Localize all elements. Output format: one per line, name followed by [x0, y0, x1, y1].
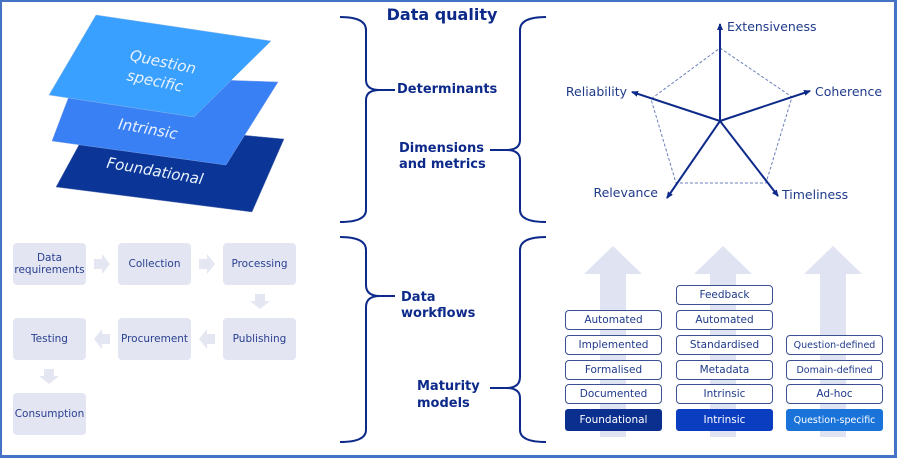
page-title: Data quality — [387, 5, 498, 24]
maturity-level: Implemented — [565, 335, 662, 355]
workflow-step-publishing: Publishing — [223, 318, 296, 360]
label-maturity-1: Maturity — [417, 379, 480, 394]
maturity-base-foundational: Foundational — [565, 409, 662, 431]
maturity-level: Intrinsic — [676, 384, 773, 404]
bracket-determinants — [339, 16, 395, 223]
maturity-level: Standardised — [676, 335, 773, 355]
maturity-level: Automated — [676, 310, 773, 330]
arrow-right-icon — [94, 254, 110, 274]
axis-label-reliability: Reliability — [566, 84, 628, 99]
axis-reliability — [631, 91, 721, 122]
workflow-step-testing: Testing — [13, 318, 86, 360]
bracket-maturity — [490, 236, 547, 443]
workflow-step-consumption: Consumption — [13, 393, 86, 435]
arrow-left-icon — [94, 329, 110, 349]
label-workflows-1: Data — [401, 290, 436, 305]
workflow-step-label: Data — [36, 252, 63, 264]
maturity-level: Automated — [565, 310, 662, 330]
maturity-level: Ad-hoc — [786, 384, 883, 404]
axis-label-coherence: Coherence — [815, 84, 882, 99]
label-dimensions-1: Dimensions — [399, 141, 484, 156]
label-dimensions-2: and metrics — [399, 157, 486, 172]
maturity-level: Metadata — [676, 360, 773, 380]
dimensions-pentagon — [650, 47, 793, 184]
axis-label-extensiveness: Extensiveness — [727, 19, 817, 34]
axis-label-timeliness: Timeliness — [781, 187, 848, 202]
maturity-base-intrinsic: Intrinsic — [676, 409, 773, 431]
axis-label-relevance: Relevance — [593, 185, 658, 200]
workflow-step-label: requirements — [14, 264, 85, 276]
axis-relevance — [666, 120, 721, 199]
maturity-level: Documented — [565, 384, 662, 404]
arrow-left-icon — [199, 329, 215, 349]
label-maturity-2: models — [417, 396, 470, 411]
label-determinants: Determinants — [397, 82, 498, 97]
axis-timeliness — [719, 120, 779, 197]
workflow-step-collection: Collection — [118, 243, 191, 285]
maturity-level: Question-defined — [786, 335, 883, 355]
arrow-right-icon — [199, 254, 215, 274]
workflow-step-processing: Processing — [223, 243, 296, 285]
maturity-level: Domain-defined — [786, 360, 883, 380]
bracket-workflows — [339, 236, 395, 443]
arrow-down-icon — [39, 369, 59, 384]
label-workflows-2: workflows — [401, 306, 476, 321]
axis-coherence — [719, 90, 811, 122]
maturity-level: Feedback — [676, 285, 773, 305]
workflow-arrows — [39, 254, 270, 384]
maturity-base-question-specific: Question-specific — [786, 409, 883, 431]
layer-question-specific — [48, 14, 272, 118]
workflow-step-procurement: Procurement — [118, 318, 191, 360]
bracket-dimensions — [490, 16, 547, 223]
maturity-level: Formalised — [565, 360, 662, 380]
arrow-down-icon — [250, 294, 270, 309]
